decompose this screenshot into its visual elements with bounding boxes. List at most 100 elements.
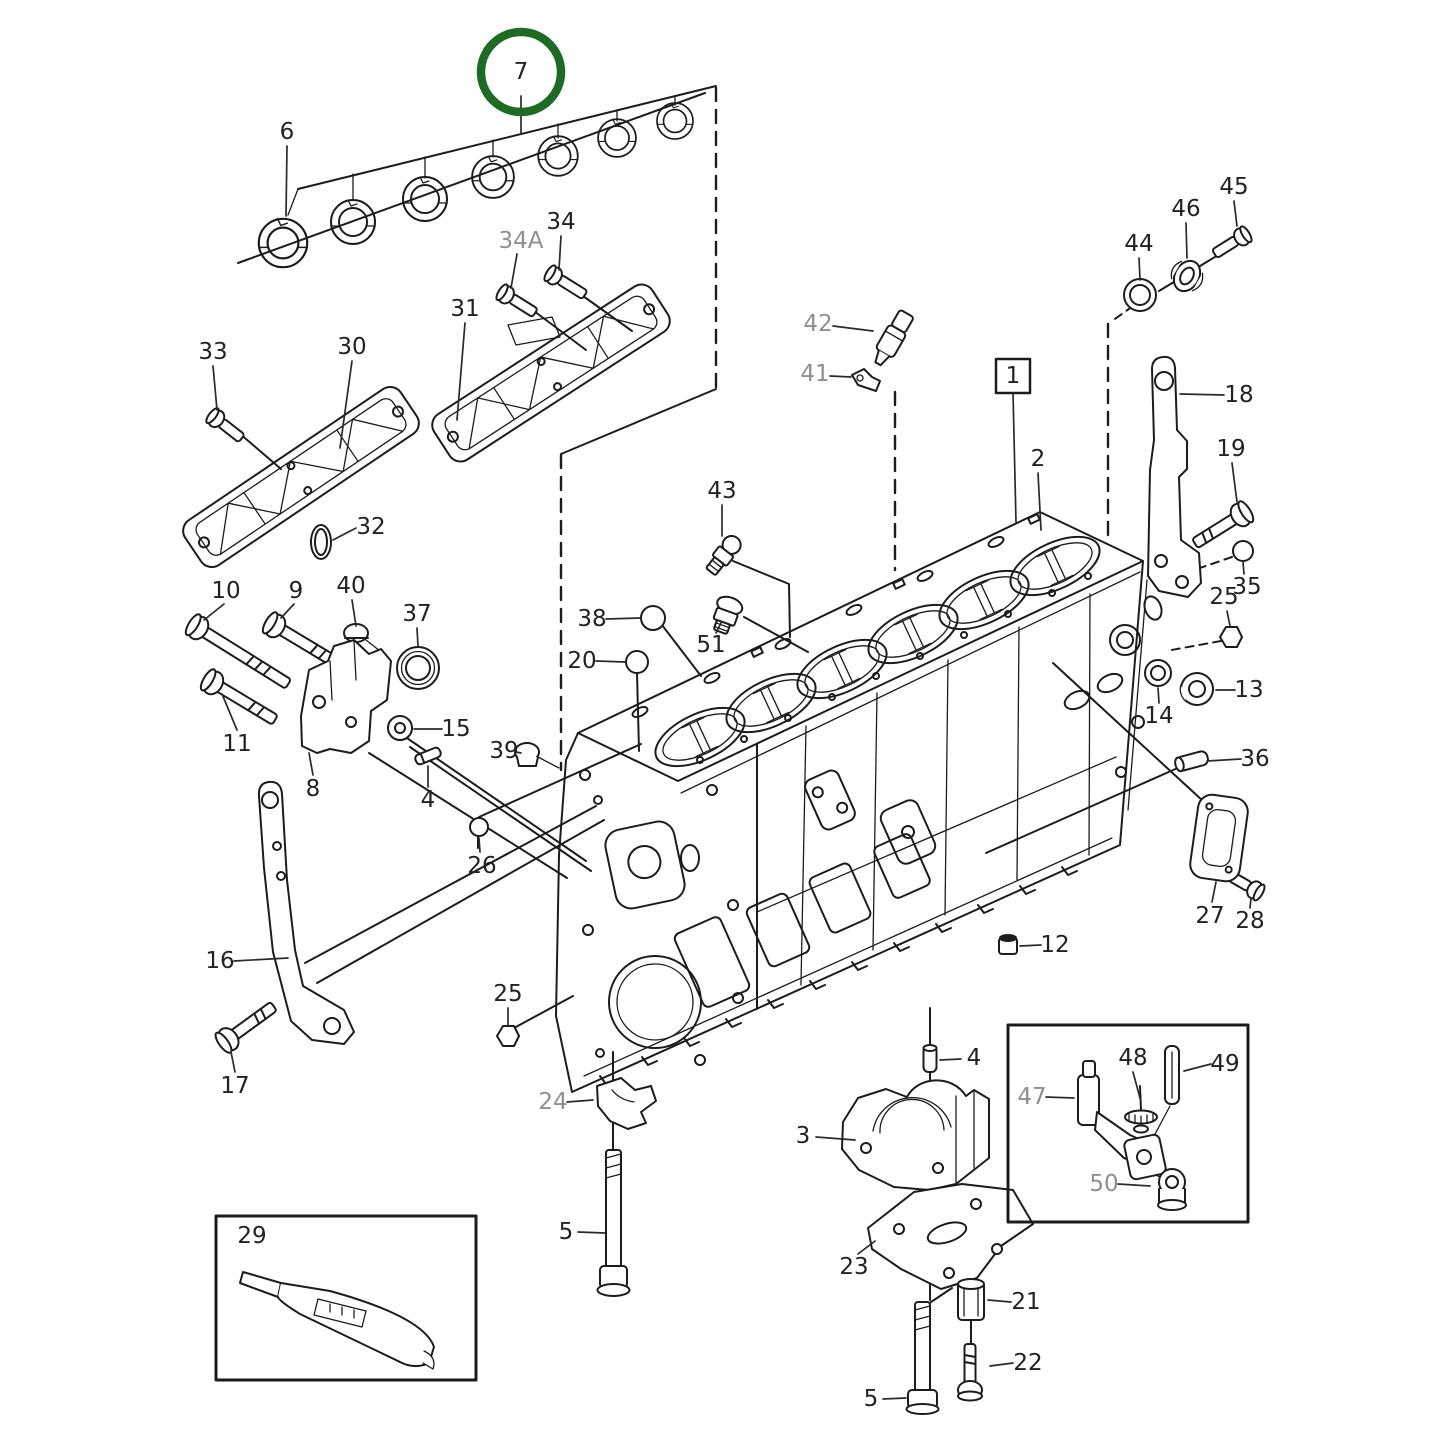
callout-label: 24 bbox=[538, 1089, 567, 1115]
callout-34[interactable]: 34 bbox=[546, 209, 576, 271]
callout-leader-line bbox=[939, 1058, 962, 1061]
callout-1[interactable]: 1 bbox=[994, 357, 1032, 523]
callout-label: 6 bbox=[280, 119, 295, 145]
lifting-bracket-16 bbox=[257, 780, 355, 1045]
reinforcing-plate-23 bbox=[867, 1183, 1034, 1290]
front-face-details bbox=[599, 593, 1124, 1085]
callout-7[interactable]: 7 bbox=[476, 27, 566, 134]
pin-4-upper bbox=[414, 746, 442, 766]
callout-29[interactable]: 29 bbox=[237, 1223, 266, 1249]
callout-25[interactable]: 25 bbox=[493, 981, 523, 1026]
callout-label: 41 bbox=[800, 361, 829, 387]
callout-22[interactable]: 22 bbox=[989, 1350, 1043, 1376]
callout-label: 19 bbox=[1216, 436, 1245, 462]
callout-33[interactable]: 33 bbox=[198, 339, 228, 411]
callout-35[interactable]: 35 bbox=[1232, 561, 1262, 600]
callout-leader-line bbox=[332, 527, 357, 541]
sensor-43 bbox=[705, 534, 742, 576]
callout-label: 18 bbox=[1224, 382, 1253, 408]
callout-23[interactable]: 23 bbox=[839, 1240, 876, 1280]
callout-12[interactable]: 12 bbox=[1019, 932, 1070, 958]
valve-washer-48 bbox=[1124, 1085, 1158, 1134]
callout-label: 48 bbox=[1118, 1045, 1147, 1071]
callout-label: 40 bbox=[336, 573, 365, 599]
callout-10[interactable]: 10 bbox=[203, 578, 241, 621]
callout-5[interactable]: 5 bbox=[864, 1386, 907, 1412]
callout-24[interactable]: 24 bbox=[538, 1089, 594, 1115]
callout-4[interactable]: 4 bbox=[939, 1045, 981, 1071]
callout-18[interactable]: 18 bbox=[1179, 382, 1254, 408]
callout-leader-line bbox=[1117, 1183, 1151, 1187]
block-silhouette bbox=[555, 511, 1144, 1093]
callout-label: 1 bbox=[1006, 363, 1021, 389]
callout-37[interactable]: 37 bbox=[402, 601, 432, 647]
callout-41[interactable]: 41 bbox=[800, 361, 852, 387]
callout-28[interactable]: 28 bbox=[1235, 897, 1265, 934]
callout-45[interactable]: 45 bbox=[1219, 174, 1249, 227]
sleeve-21 bbox=[957, 1278, 985, 1321]
callout-8[interactable]: 8 bbox=[306, 752, 321, 802]
callout-13[interactable]: 13 bbox=[1215, 677, 1264, 703]
callout-leader-line bbox=[1012, 392, 1017, 523]
callout-51[interactable]: 51 bbox=[696, 622, 726, 658]
callout-leader-line bbox=[221, 693, 238, 731]
callout-leader-line bbox=[605, 617, 641, 620]
bolt-26 bbox=[469, 817, 489, 849]
small-parts bbox=[343, 259, 1254, 1047]
callout-leader-line bbox=[230, 1051, 236, 1073]
callout-34A[interactable]: 34A bbox=[498, 228, 544, 289]
callout-leader-line bbox=[212, 365, 218, 411]
callout-5[interactable]: 5 bbox=[559, 1219, 606, 1245]
callout-27[interactable]: 27 bbox=[1195, 881, 1225, 929]
callout-label: 10 bbox=[211, 578, 240, 604]
callout-39[interactable]: 39 bbox=[489, 738, 522, 764]
callout-31[interactable]: 31 bbox=[450, 296, 480, 421]
callout-label: 31 bbox=[450, 296, 479, 322]
callout-38[interactable]: 38 bbox=[577, 606, 641, 632]
callout-15[interactable]: 15 bbox=[413, 716, 471, 742]
callout-36[interactable]: 36 bbox=[1206, 746, 1270, 772]
bolt-10 bbox=[184, 613, 291, 689]
right-face-details bbox=[1109, 595, 1163, 778]
callout-43[interactable]: 43 bbox=[707, 478, 737, 537]
brackets bbox=[257, 355, 1202, 1045]
callout-20[interactable]: 20 bbox=[567, 648, 626, 674]
callout-17[interactable]: 17 bbox=[220, 1051, 250, 1099]
callout-49[interactable]: 49 bbox=[1183, 1051, 1240, 1077]
callout-47[interactable]: 47 bbox=[1017, 1084, 1075, 1110]
callout-3[interactable]: 3 bbox=[796, 1123, 856, 1149]
callout-label: 12 bbox=[1040, 932, 1069, 958]
callout-30[interactable]: 30 bbox=[337, 334, 367, 449]
callout-40[interactable]: 40 bbox=[336, 573, 366, 627]
callout-26[interactable]: 26 bbox=[467, 837, 497, 879]
callout-32[interactable]: 32 bbox=[332, 514, 386, 541]
callout-21[interactable]: 21 bbox=[987, 1289, 1041, 1315]
highlight-ring bbox=[476, 27, 566, 117]
pin-4-lower bbox=[922, 1044, 938, 1073]
callout-44[interactable]: 44 bbox=[1124, 231, 1154, 281]
pin-49 bbox=[1164, 1045, 1180, 1105]
callout-19[interactable]: 19 bbox=[1216, 436, 1246, 503]
bolt-33 bbox=[205, 407, 245, 443]
callout-48[interactable]: 48 bbox=[1118, 1045, 1148, 1099]
callout-leader-line bbox=[478, 837, 481, 853]
callout-leader-line bbox=[577, 1231, 606, 1234]
callout-6[interactable]: 6 bbox=[280, 119, 295, 217]
callout-label: 20 bbox=[567, 648, 596, 674]
callout-16[interactable]: 16 bbox=[205, 948, 289, 974]
ball-38 bbox=[640, 605, 666, 631]
callout-42[interactable]: 42 bbox=[803, 311, 874, 337]
callout-46[interactable]: 46 bbox=[1171, 196, 1201, 259]
callout-label: 7 bbox=[514, 59, 529, 85]
callout-50[interactable]: 50 bbox=[1089, 1171, 1151, 1197]
callout-9[interactable]: 9 bbox=[280, 578, 303, 619]
main-bolt-5-right bbox=[905, 1301, 940, 1415]
callout-11[interactable]: 11 bbox=[221, 693, 252, 757]
callout-14[interactable]: 14 bbox=[1144, 687, 1174, 729]
callout-label: 32 bbox=[356, 514, 385, 540]
callout-label: 34 bbox=[546, 209, 575, 235]
callout-4[interactable]: 4 bbox=[421, 765, 436, 813]
callout-25[interactable]: 25 bbox=[1209, 584, 1239, 627]
callout-2[interactable]: 2 bbox=[1031, 446, 1046, 531]
callout-label: 39 bbox=[489, 738, 518, 764]
